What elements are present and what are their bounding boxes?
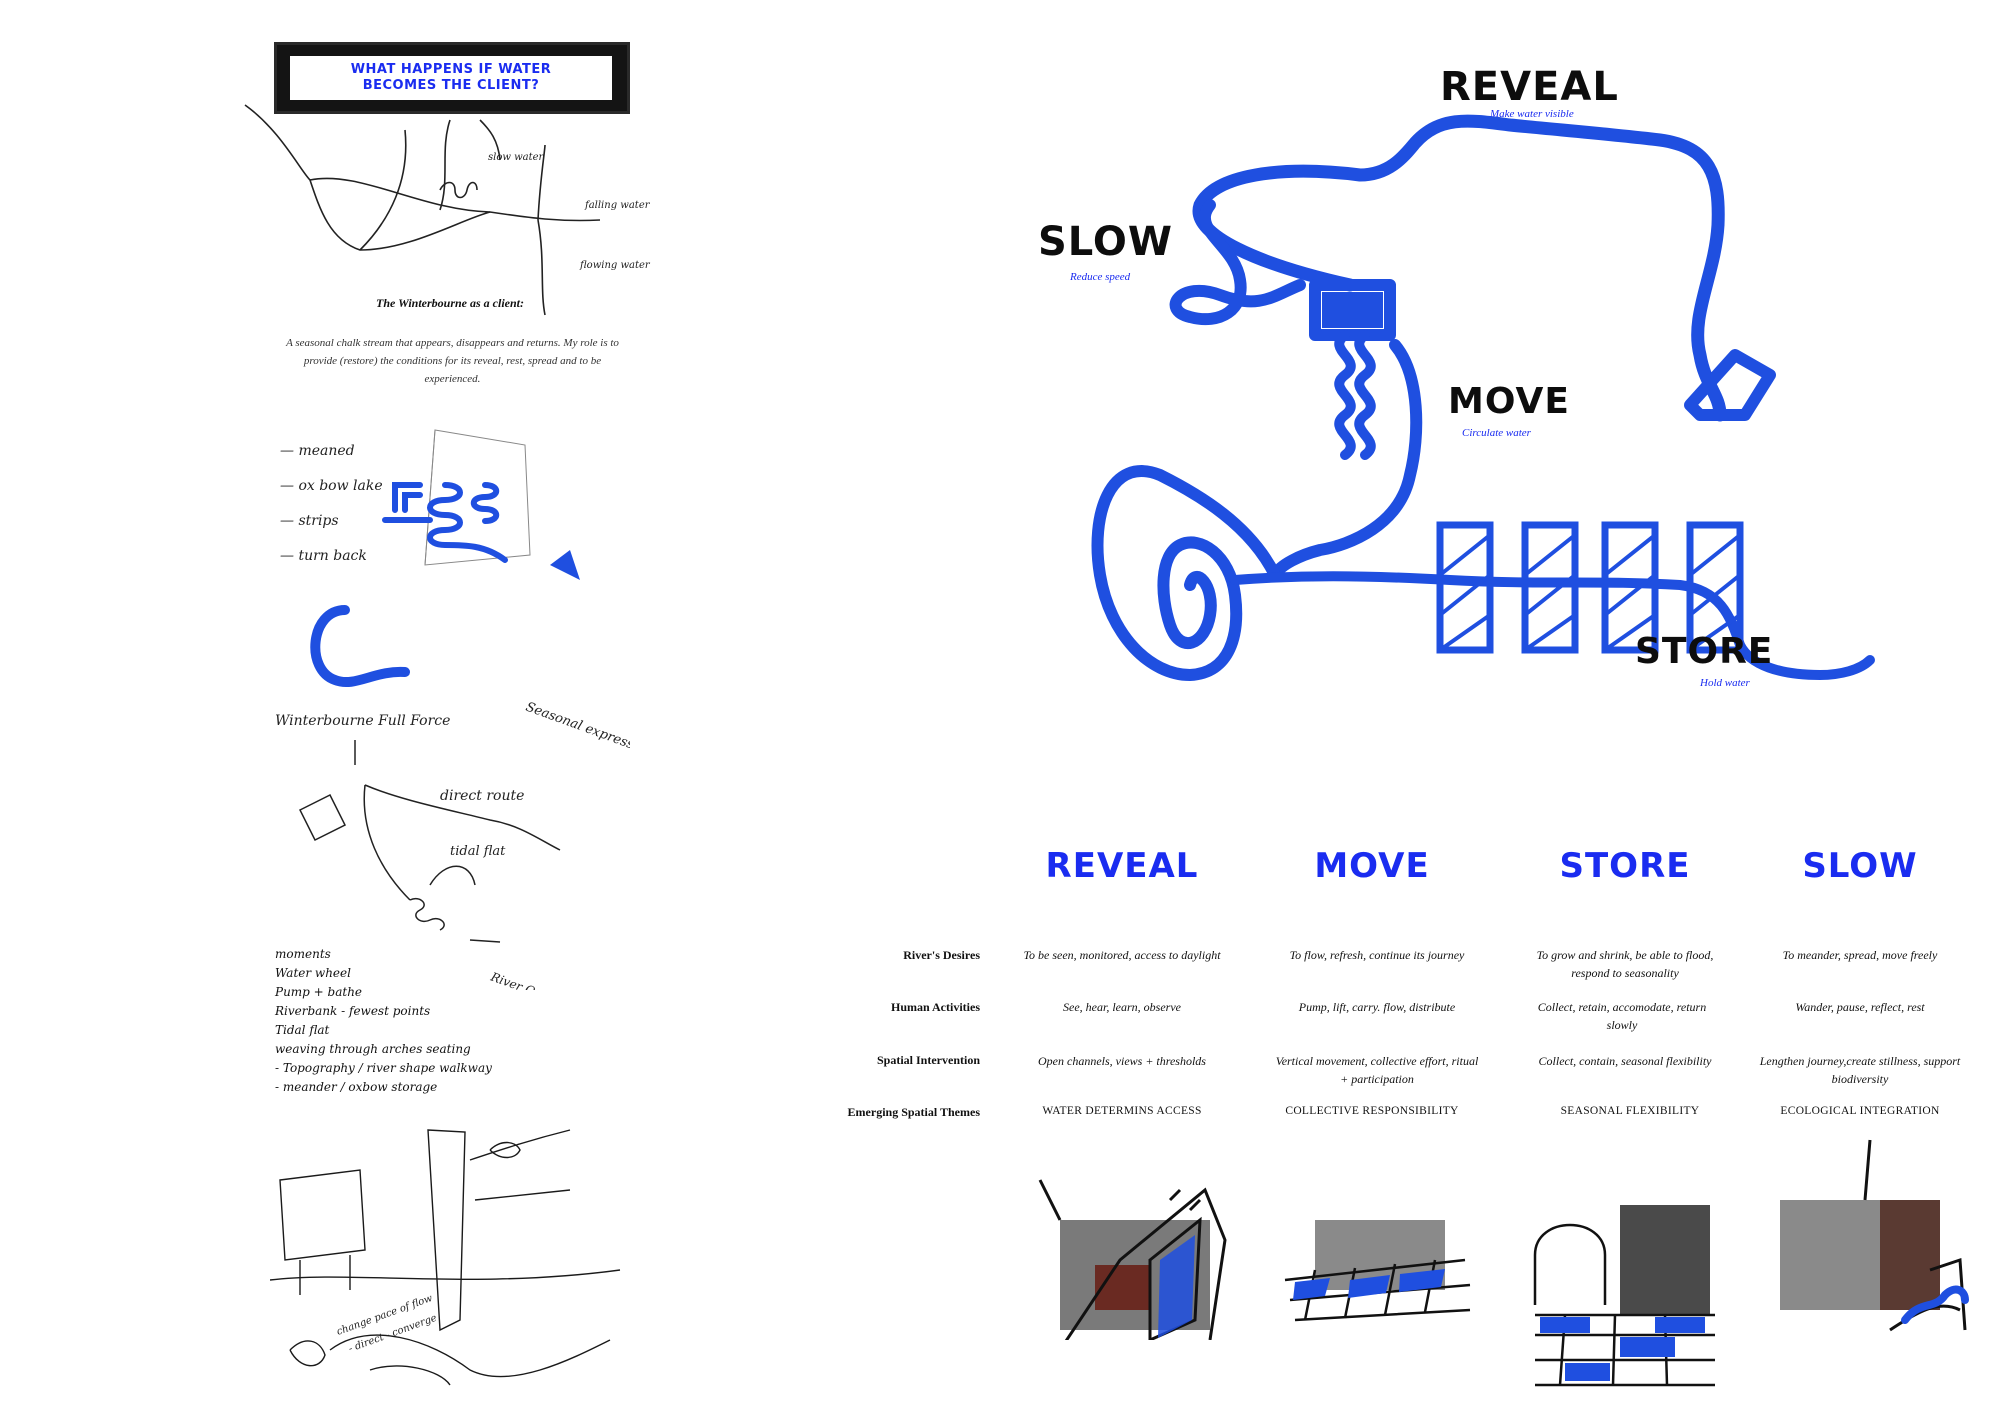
column-head-reveal: REVEAL (1045, 846, 1199, 886)
collage-slow (1780, 1139, 1969, 1332)
row-label-themes: Emerging Spatial Themes (847, 1105, 980, 1119)
note-flowing-water: flowing water (579, 260, 651, 271)
cell-desires-move: To flow, refresh, continue its journey (1289, 948, 1465, 962)
diagram-sub-slow: Reduce speed (1069, 271, 1131, 283)
note-strips: — strips (280, 513, 339, 529)
cell-activities-slow: Wander, pause, reflect, rest (1795, 1000, 1925, 1014)
note-ox-bow-lake: — ox bow lake (280, 478, 383, 494)
cell-activities-move: Pump, lift, carry. flow, distribute (1298, 1000, 1456, 1014)
theme-reveal: WATER DETERMINS ACCESS (1042, 1105, 1202, 1117)
client-title: The Winterbourne as a client: (375, 296, 524, 310)
pump-block (1322, 292, 1383, 328)
diagram-label-store: STORE (1635, 631, 1773, 672)
collage-reveal (1038, 1179, 1227, 1340)
note-slow-water: slow water (488, 152, 545, 163)
cell-activities-store: Collect, retain, accomodate, return slow… (1537, 1000, 1707, 1032)
moment-pump-bathe: Pump + bathe (275, 985, 363, 999)
moments-list: moments Water wheel Pump + bathe Riverba… (275, 945, 505, 1097)
column-head-move: MOVE (1314, 846, 1430, 886)
collage-move (1284, 1220, 1471, 1322)
note-falling-water: falling water (584, 200, 651, 211)
theme-store: SEASONAL FLEXIBILITY (1560, 1105, 1700, 1117)
note-winterbourne-full-force: Winterbourne Full Force (275, 713, 450, 729)
water-journey-diagram: REVEAL Make water visible SLOW Reduce sp… (1038, 64, 1875, 689)
client-description: A seasonal chalk stream that appears, di… (286, 337, 619, 385)
theme-slow: ECOLOGICAL INTEGRATION (1780, 1105, 1940, 1117)
moment-water-wheel: Water wheel (275, 966, 351, 980)
banner-line-2: BECOMES THE CLIENT? (362, 78, 540, 93)
stream-branch-sketch: slow water falling water flowing water (244, 104, 651, 316)
column-head-slow: SLOW (1802, 846, 1918, 886)
row-label-human-activities: Human Activities (891, 1000, 980, 1014)
note-meaned: — meaned (280, 443, 355, 459)
cell-intervention-store: Collect, contain, seasonal flexibility (1538, 1054, 1712, 1068)
note-direct-route: direct route (440, 788, 524, 804)
note-tidal-flat: tidal flat (450, 844, 506, 859)
cell-desires-store: To grow and shrink, be able to flood, re… (1536, 948, 1714, 980)
full-force-sketch: Winterbourne Full Force Seasonal express… (275, 700, 630, 990)
diagram-sub-move: Circulate water (1462, 427, 1532, 439)
blue-hook-sketch (310, 605, 410, 687)
banner-text-box: WHAT HAPPENS IF WATER BECOMES THE CLIENT… (290, 56, 612, 100)
store-boxes (1436, 521, 1744, 654)
moment-tidal-flat: Tidal flat (275, 1023, 330, 1037)
moments-heading: moments (275, 947, 331, 961)
diagram-label-slow: SLOW (1038, 219, 1173, 265)
theme-move: COLLECTIVE RESPONSIBILITY (1285, 1105, 1459, 1117)
moment-riverbank: Riverbank - fewest points (275, 1004, 431, 1018)
moment-topography-walkway: - Topography / river shape walkway (275, 1061, 492, 1075)
cell-intervention-reveal: Open channels, views + thresholds (1038, 1054, 1206, 1068)
perspective-sketch: change pace of flow - direct - converge (270, 1129, 621, 1386)
row-label-rivers-desires: River's Desires (903, 948, 980, 962)
cell-desires-slow: To meander, spread, move freely (1782, 948, 1938, 962)
cell-desires-reveal: To be seen, monitored, access to dayligh… (1023, 948, 1221, 962)
moment-weaving-arches: weaving through arches seating (275, 1042, 471, 1056)
diagram-sub-store: Hold water (1699, 677, 1751, 689)
note-turn-back: — turn back (280, 548, 367, 564)
banner-line-1: WHAT HAPPENS IF WATER (350, 62, 552, 77)
collage-store (1533, 1205, 1715, 1387)
cell-activities-reveal: See, hear, learn, observe (1063, 1000, 1181, 1014)
cell-intervention-slow: Lengthen journey,create stillness, suppo… (1759, 1054, 1961, 1086)
moment-meander-storage: - meander / oxbow storage (275, 1080, 438, 1094)
column-head-store: STORE (1559, 846, 1691, 886)
diagram-sub-reveal: Make water visible (1489, 108, 1574, 120)
cell-intervention-move: Vertical movement, collective effort, ri… (1275, 1054, 1479, 1086)
meander-strip-sketch: — meaned — ox bow lake — strips — turn b… (280, 429, 580, 580)
blue-splash (550, 550, 580, 580)
diagram-label-move: MOVE (1448, 381, 1570, 422)
note-seasonal-expression: Seasonal expression of water (524, 700, 630, 780)
row-label-spatial-intervention: Spatial Intervention (876, 1053, 980, 1067)
title-banner: WHAT HAPPENS IF WATER BECOMES THE CLIENT… (274, 42, 630, 114)
diagram-label-reveal: REVEAL (1440, 64, 1619, 110)
